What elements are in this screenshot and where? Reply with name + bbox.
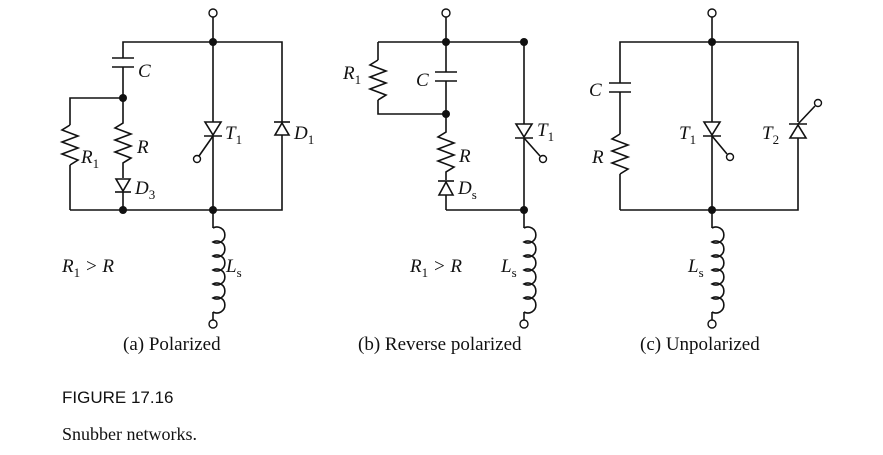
resistor-r-c (609, 133, 631, 175)
label-ls-b: Ls (500, 256, 517, 280)
label-t1-c: T1 (679, 123, 696, 147)
thyristor-t2-c (788, 98, 823, 139)
diode-d1-a (273, 121, 291, 136)
diode-ds-b (437, 180, 455, 196)
terminal-top-a (208, 8, 218, 18)
resistor-r-b (435, 114, 457, 180)
terminal-top-b (441, 8, 451, 18)
label-t2-c: T2 (762, 123, 779, 147)
capacitor-c-b (435, 71, 457, 82)
resistor-r1-a (59, 124, 81, 166)
label-ds-b: Ds (457, 178, 477, 202)
caption-a: (a) Polarized (123, 334, 221, 355)
condition-b: R1 > R (409, 256, 462, 280)
terminal-bottom-b (519, 319, 529, 329)
label-c-c: C (589, 80, 602, 101)
condition-a: R1 > R (61, 256, 114, 280)
label-c-b: C (416, 70, 429, 91)
label-t1-b: T1 (537, 120, 554, 144)
label-t1-a: T1 (225, 123, 242, 147)
terminal-bottom-c (707, 319, 717, 329)
label-r-c: R (591, 147, 604, 168)
panel-a-circuit (59, 8, 291, 329)
label-r-b: R (458, 146, 471, 167)
diode-d3-a (114, 178, 132, 193)
label-d3-a: D3 (134, 178, 155, 202)
terminal-bottom-a (208, 319, 218, 329)
resistor-r1-b (367, 59, 389, 101)
caption-b: (b) Reverse polarized (358, 334, 522, 355)
label-ls-c: Ls (687, 256, 704, 280)
terminal-top-c (707, 8, 717, 18)
inductor-ls-a (211, 226, 226, 314)
label-c-a: C (138, 61, 151, 82)
inductor-ls-b (522, 226, 537, 314)
label-r-a: R (136, 137, 149, 158)
panel-b-circuit (367, 8, 548, 329)
label-r1-b: R1 (342, 63, 361, 87)
figure-label: FIGURE 17.16 (62, 388, 174, 407)
thyristor-t1-a (192, 121, 223, 164)
caption-c: (c) Unpolarized (640, 334, 760, 355)
inductor-ls-c (710, 226, 725, 314)
label-d1-a: D1 (293, 123, 314, 147)
panel-c-circuit (609, 8, 823, 329)
label-ls-a: Ls (225, 256, 242, 280)
figure-caption: Snubber networks. (62, 424, 197, 444)
thyristor-t1-c (702, 121, 735, 162)
label-r1-a: R1 (80, 147, 99, 171)
capacitor-c-a (112, 57, 134, 68)
capacitor-c-c (609, 82, 631, 93)
resistor-r-a (112, 98, 134, 178)
